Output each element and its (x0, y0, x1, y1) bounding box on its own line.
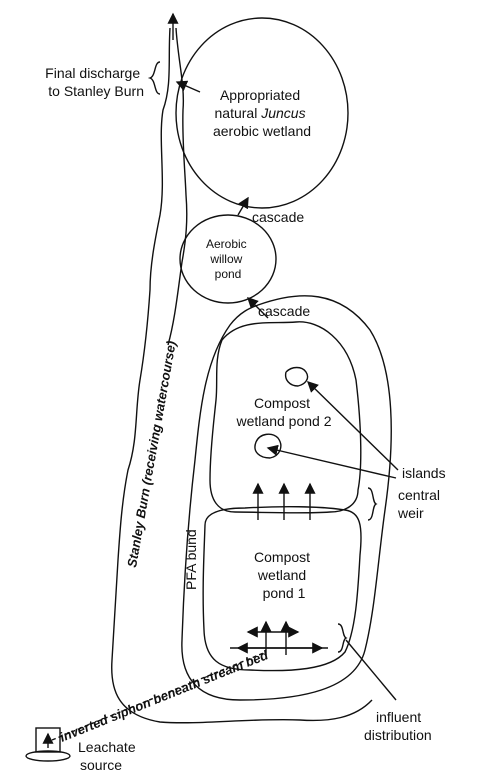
pfa-bund-outline (181, 295, 392, 701)
willow-pond-line-3: pond (215, 267, 242, 281)
leachate-source-box (35, 727, 61, 753)
final-discharge-line-1: Final discharge (45, 65, 140, 81)
willow-pond-line-2: willow (209, 252, 242, 266)
compost-pond-1-line-3: pond 1 (263, 585, 306, 601)
juncus-wetland-natural: natural (215, 105, 262, 121)
islands-leader-lower (266, 444, 397, 479)
juncus-wetland-line-3: aerobic wetland (213, 123, 311, 139)
cascade-upper-label: cascade (252, 209, 304, 225)
juncus-wetland-label: Appropriated natural Juncus aerobic wetl… (213, 87, 311, 139)
island-lower (254, 433, 282, 459)
central-weir-brace (367, 487, 378, 521)
cascade-arrow-lower (247, 297, 269, 319)
juncus-wetland-line-1: Appropriated (220, 87, 300, 103)
central-weir-line-1: central (398, 487, 440, 503)
willow-pond-shape (179, 214, 277, 304)
final-discharge-arrow (175, 80, 201, 93)
islands-label: islands (402, 465, 446, 481)
final-discharge-brace (147, 61, 161, 95)
compost-pond-2-shape (209, 321, 362, 514)
leachate-source-base (25, 750, 71, 762)
compost-pond-2-label: Compost wetland pond 2 (236, 395, 332, 429)
compost-pond-2-line-1: Compost (254, 395, 310, 411)
compost-pond-1-label: Compost wetland pond 1 (254, 549, 314, 601)
influent-distribution-leader (345, 639, 397, 701)
island-upper (284, 366, 309, 387)
final-discharge-line-2: to Stanley Burn (48, 83, 144, 99)
influent-distribution-line-1: influent (376, 709, 421, 725)
leachate-source-line-1: Leachate (78, 739, 136, 755)
siphon-line (51, 651, 267, 741)
influent-distribution-label: influent distribution (364, 709, 432, 743)
siphon-label: inverted siphon beneath stream bed (58, 647, 272, 745)
juncus-wetland-line-2: natural Juncus (215, 105, 306, 121)
willow-pond-line-1: Aerobic (206, 237, 247, 251)
juncus-wetland-shape (175, 17, 349, 209)
pfa-bund-label: PFA bund (183, 529, 199, 590)
willow-pond-label: Aerobic willow pond (206, 237, 250, 281)
islands-leader-upper (306, 381, 399, 471)
central-weir-label: central weir (397, 487, 444, 521)
juncus-wetland-genus: Juncus (260, 105, 305, 121)
compost-pond-1-line-2: wetland (257, 567, 306, 583)
central-weir-line-2: weir (397, 505, 424, 521)
leachate-source-line-2: source (80, 757, 122, 773)
leachate-source-label: Leachate source (78, 739, 140, 773)
compost-pond-2-line-2: wetland pond 2 (236, 413, 332, 429)
final-discharge-label: Final discharge to Stanley Burn (45, 65, 144, 99)
compost-pond-1-shape (202, 506, 362, 672)
cascade-arrow-upper (237, 196, 249, 216)
stanley-burn-right-bank (167, 27, 188, 346)
compost-pond-1-line-1: Compost (254, 549, 310, 565)
cascade-lower-label: cascade (258, 303, 310, 319)
stanley-burn-left-bank (111, 27, 373, 724)
influent-distribution-line-2: distribution (364, 727, 432, 743)
influent-distribution-brace (337, 623, 348, 653)
